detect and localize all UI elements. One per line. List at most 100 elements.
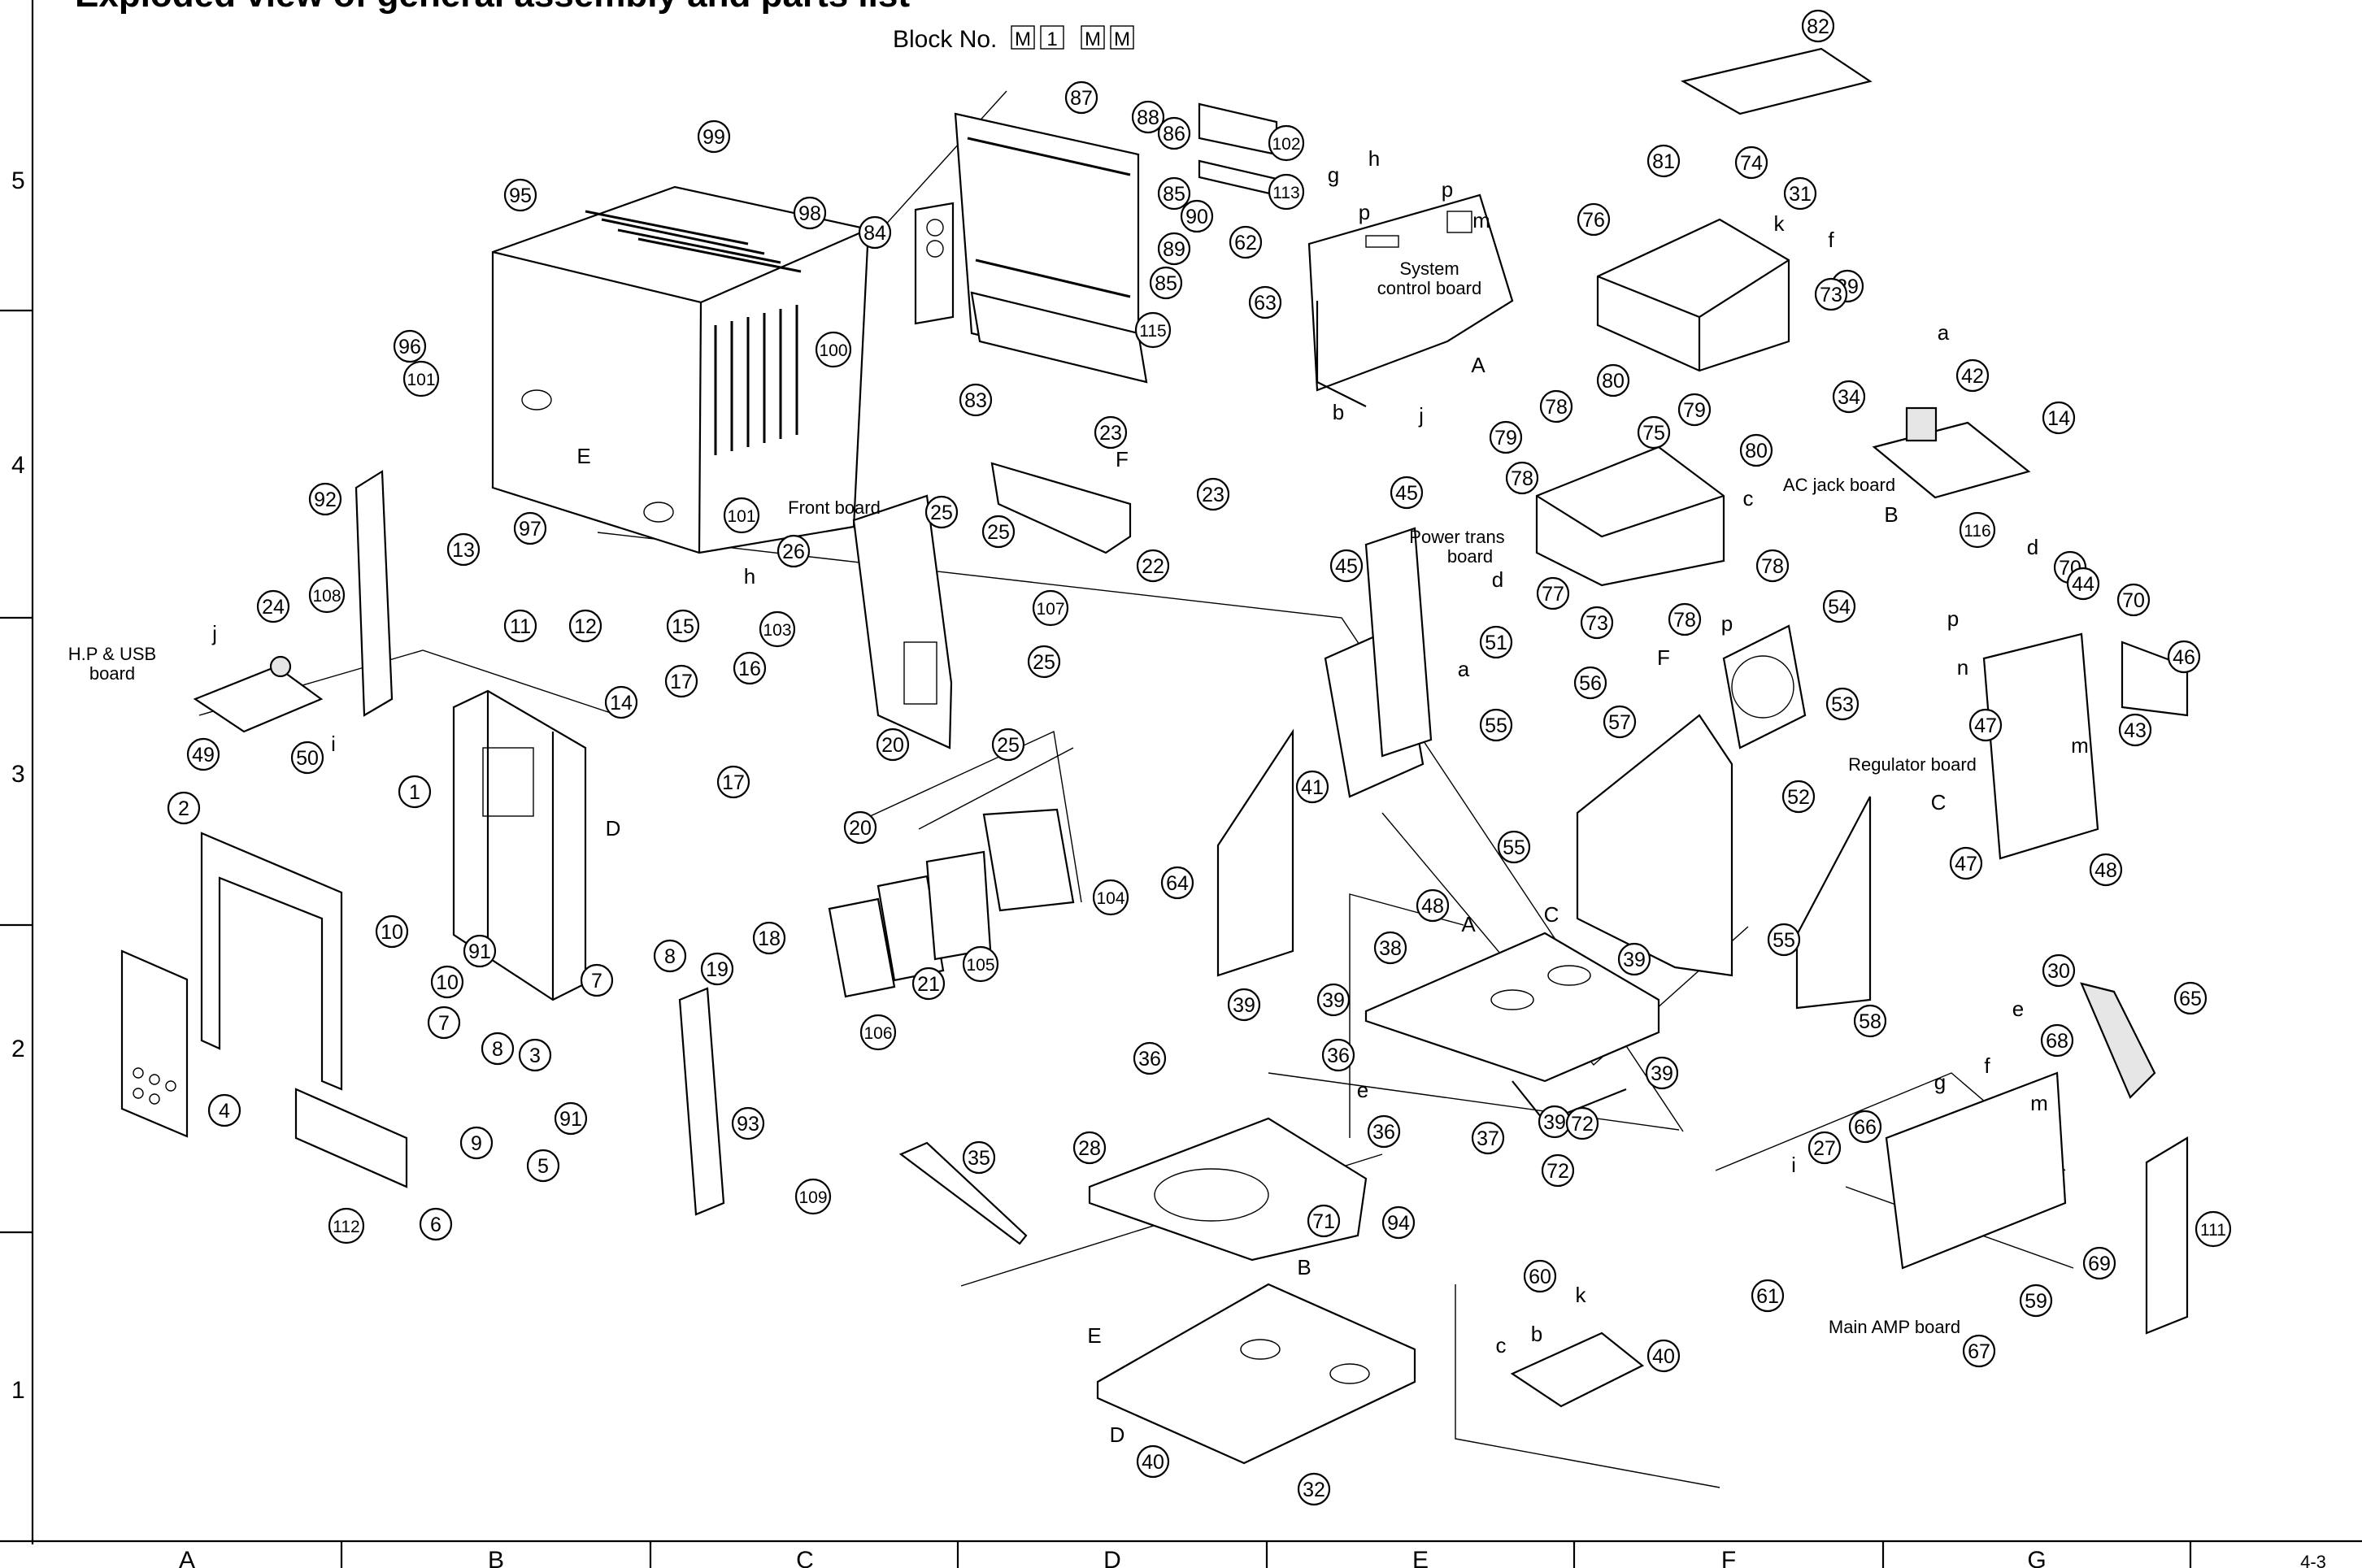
callout-circle	[1297, 1472, 1331, 1506]
callout-number: 67	[1968, 1340, 1990, 1363]
part-callout: 8	[481, 1032, 515, 1066]
bottom-chassis-32	[1096, 1283, 1416, 1465]
connector-letter: A	[1461, 912, 1476, 936]
callout-circle	[1131, 100, 1165, 134]
part-callout: 78	[1755, 549, 1790, 583]
callout-number: 8	[492, 1038, 503, 1061]
callout-number: 15	[672, 615, 694, 638]
column-label: A	[179, 1547, 195, 1568]
callout-circle	[1180, 199, 1214, 233]
callout-number: 20	[881, 734, 904, 757]
board-label: System	[1399, 258, 1459, 279]
callout-circle	[991, 728, 1025, 762]
callout-number: 77	[1542, 583, 1564, 606]
part-callout: 25	[924, 495, 959, 529]
callout-number: 64	[1166, 872, 1189, 895]
part-callout: 20	[876, 728, 910, 762]
callout-number: 35	[968, 1147, 990, 1170]
board-label: Power trans	[1409, 527, 1504, 547]
callout-circle	[1755, 549, 1790, 583]
callout-number: 46	[2173, 646, 2195, 669]
power-trans-board	[1324, 527, 1433, 798]
part-callout: 55	[1767, 923, 1801, 957]
callout-circle	[1295, 770, 1329, 804]
callout-circle	[959, 383, 993, 417]
callout-number: 22	[1142, 555, 1164, 578]
callout-circle	[1367, 1114, 1401, 1149]
bracket-22	[990, 462, 1132, 554]
callout-circle	[518, 1038, 552, 1072]
callout-number: 53	[1831, 693, 1854, 716]
callout-circle	[723, 497, 760, 534]
callout-circle	[1603, 705, 1637, 739]
part-callout: 39	[1645, 1056, 1679, 1090]
callout-number: 92	[314, 489, 337, 511]
part-callout: 27	[1807, 1131, 1842, 1165]
callout-circle	[604, 685, 638, 719]
callout-number: 13	[452, 539, 475, 562]
callout-number: 55	[1485, 715, 1507, 737]
callout-number: 40	[1652, 1345, 1675, 1368]
part-callout: 23	[1196, 477, 1230, 511]
part-callout: 81	[1646, 144, 1681, 178]
callout-number: 17	[670, 671, 693, 693]
column-label: G	[2027, 1547, 2046, 1568]
callout-number: 68	[2046, 1030, 2068, 1053]
part-callout: 25	[991, 728, 1025, 762]
board-label: AC jack board	[1783, 475, 1895, 495]
callout-circle	[513, 511, 547, 545]
part-callout: 36	[1367, 1114, 1401, 1149]
ac-jack-board	[1872, 406, 2031, 499]
connector-letter: h	[1368, 146, 1380, 171]
callout-number: 73	[1586, 612, 1608, 635]
callout-number: 61	[1756, 1285, 1779, 1308]
callout-number: 91	[559, 1108, 582, 1131]
callout-number: 39	[1233, 994, 1255, 1017]
panel-102	[1198, 102, 1278, 156]
callout-number: 96	[398, 336, 421, 358]
callout-circle	[1479, 625, 1513, 659]
callout-number: 80	[1602, 370, 1625, 393]
part-callout: 35	[962, 1140, 996, 1175]
part-callout: 48	[1416, 888, 1450, 923]
connector-letter: D	[1110, 1422, 1125, 1447]
part-callout: 104	[1092, 879, 1129, 916]
panel-105	[925, 850, 992, 961]
callout-number: 14	[2047, 407, 2070, 430]
part-callout: 4	[207, 1093, 241, 1127]
callout-number: 91	[468, 940, 491, 963]
board-label: Main AMP board	[1829, 1317, 1960, 1337]
callout-circle	[1497, 830, 1531, 864]
callout-number: 65	[2179, 988, 2202, 1010]
part-callout: 58	[1853, 1004, 1887, 1038]
callout-circle	[1646, 1339, 1681, 1373]
callout-number: 12	[574, 615, 597, 638]
callout-circle	[815, 331, 852, 368]
callout-number: 7	[591, 970, 602, 992]
callout-circle	[167, 791, 201, 825]
part-callout: 86	[1157, 116, 1191, 150]
hp-usb-board	[193, 655, 324, 733]
part-callout: 38	[1373, 931, 1407, 965]
callout-circle	[393, 329, 427, 363]
callout-number: 48	[1421, 895, 1444, 918]
part-callout: 79	[1489, 420, 1523, 454]
callout-circle	[1479, 708, 1513, 742]
part-callout: 99	[697, 119, 731, 154]
callout-circle	[1814, 277, 1848, 311]
callout-number: 78	[1761, 555, 1784, 578]
callout-circle	[398, 775, 432, 809]
callout-number: 78	[1673, 609, 1696, 632]
callout-number: 34	[1838, 386, 1860, 409]
part-callout: 100	[815, 331, 852, 368]
block-number: Block No. M 1 M M	[893, 25, 1134, 53]
part-callout: 83	[959, 383, 993, 417]
callout-number: 49	[192, 744, 215, 767]
callout-number: 72	[1571, 1113, 1594, 1136]
front-chassis-1	[452, 689, 587, 1001]
part-callout: 8	[653, 939, 687, 973]
part-callout: 46	[2167, 640, 2201, 674]
part-callout: 45	[1390, 476, 1424, 510]
part-callout: 20	[843, 810, 877, 845]
column-labels: A B C D E F G	[179, 1547, 2047, 1568]
